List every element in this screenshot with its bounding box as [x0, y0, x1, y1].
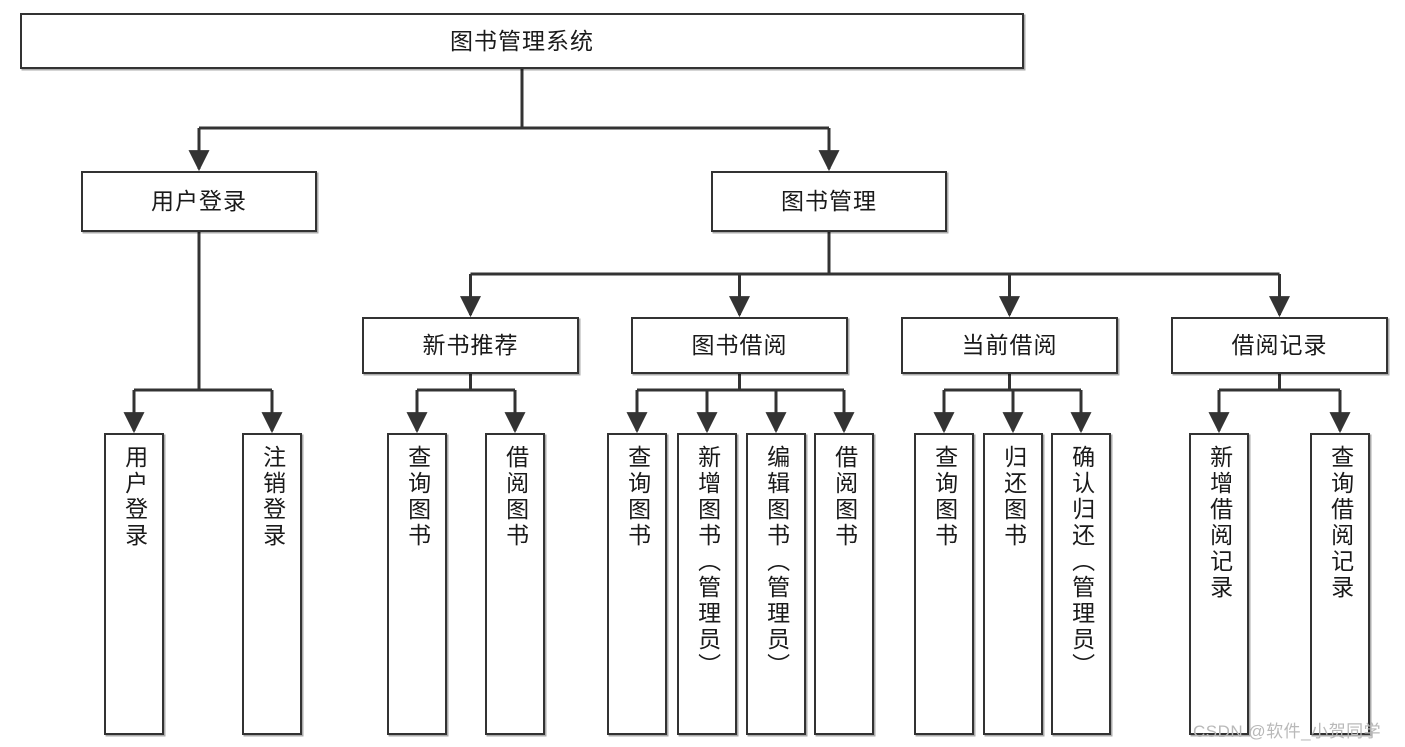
node-label: 图书管理系统 [450, 27, 594, 54]
node-label: 借阅记录 [1231, 332, 1328, 359]
node-label: 借阅图书 [831, 445, 858, 549]
node-current-borrow[interactable]: 当前借阅 [901, 317, 1118, 374]
node-leaf-borrow-book-rec[interactable]: 借阅图书 [485, 433, 545, 735]
node-root[interactable]: 图书管理系统 [20, 13, 1024, 69]
node-leaf-add-book[interactable]: 新增图书（管理员） [677, 433, 737, 735]
node-new-book-rec[interactable]: 新书推荐 [362, 317, 579, 374]
node-leaf-query-book-borrow[interactable]: 查询图书 [607, 433, 667, 735]
node-leaf-query-record[interactable]: 查询借阅记录 [1310, 433, 1370, 735]
node-label: 查询图书 [624, 445, 651, 549]
node-label: 图书借阅 [691, 332, 788, 359]
node-label: 用户登录 [151, 188, 247, 215]
node-label: 查询图书 [404, 445, 431, 549]
node-leaf-confirm-return[interactable]: 确认归还（管理员） [1051, 433, 1111, 735]
node-leaf-user-login[interactable]: 用户登录 [104, 433, 164, 735]
node-label: 编辑图书（管理员） [763, 445, 790, 679]
node-leaf-query-book-current[interactable]: 查询图书 [914, 433, 974, 735]
watermark: CSDN @软件_小贺同学 [1193, 722, 1382, 741]
node-leaf-logout[interactable]: 注销登录 [242, 433, 302, 735]
node-label: 借阅图书 [502, 445, 529, 549]
node-leaf-edit-book[interactable]: 编辑图书（管理员） [746, 433, 806, 735]
node-label: 新增图书（管理员） [694, 445, 721, 679]
node-label: 新增借阅记录 [1206, 445, 1233, 601]
node-book-manage[interactable]: 图书管理 [711, 171, 947, 232]
node-label: 当前借阅 [961, 332, 1058, 359]
node-label: 归还图书 [1000, 445, 1027, 549]
node-leaf-add-record[interactable]: 新增借阅记录 [1189, 433, 1249, 735]
node-leaf-borrow-book[interactable]: 借阅图书 [814, 433, 874, 735]
node-label: 注销登录 [259, 445, 286, 549]
node-label: 图书管理 [781, 188, 877, 215]
node-user-login[interactable]: 用户登录 [81, 171, 317, 232]
node-label: 查询借阅记录 [1327, 445, 1354, 601]
node-label: 查询图书 [931, 445, 958, 549]
node-label: 确认归还（管理员） [1068, 445, 1095, 679]
node-book-borrow[interactable]: 图书借阅 [631, 317, 848, 374]
node-leaf-return-book[interactable]: 归还图书 [983, 433, 1043, 735]
node-leaf-query-book-rec[interactable]: 查询图书 [387, 433, 447, 735]
node-label: 用户登录 [121, 445, 148, 549]
node-label: 新书推荐 [422, 332, 519, 359]
node-borrow-record[interactable]: 借阅记录 [1171, 317, 1388, 374]
